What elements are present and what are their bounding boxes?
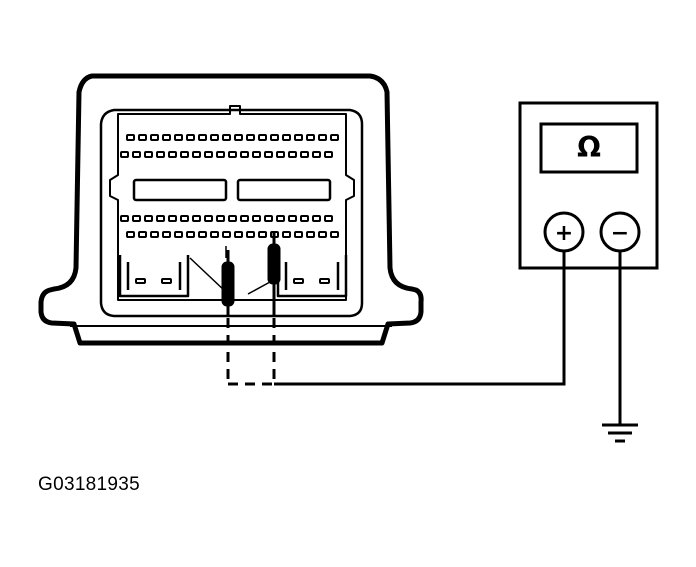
- positive-terminal: [543, 211, 585, 253]
- ecu-housing-inner: [99, 108, 364, 318]
- test-leads: [226, 250, 622, 425]
- pin-row-3: [120, 215, 333, 222]
- ecu-connector-shell: [109, 105, 355, 301]
- pin-row-4: [126, 231, 339, 238]
- ecu-module: [38, 73, 424, 346]
- internal-wire-traces: [189, 238, 275, 295]
- ohmmeter: Ω + −: [518, 101, 659, 270]
- meter-ohm-symbol: Ω: [577, 131, 601, 164]
- pin-row-1: [126, 134, 339, 141]
- ecu-housing-outer: [38, 73, 424, 346]
- positive-terminal-label: +: [555, 221, 573, 246]
- connector-slot-right: [236, 178, 332, 202]
- connector-slot-left: [132, 178, 228, 202]
- test-probe-icon: [221, 232, 281, 316]
- terminal-block-left: [118, 255, 190, 298]
- figure-id-label: G03181935: [38, 474, 141, 495]
- terminal-block-right: [276, 255, 348, 298]
- pin-row-2: [120, 151, 333, 158]
- meter-body: [518, 101, 659, 270]
- ground-symbol-icon: [602, 423, 638, 443]
- negative-terminal: [599, 211, 641, 253]
- meter-display: [539, 122, 639, 174]
- negative-terminal-label: −: [611, 221, 629, 246]
- positive-lead: [274, 250, 566, 386]
